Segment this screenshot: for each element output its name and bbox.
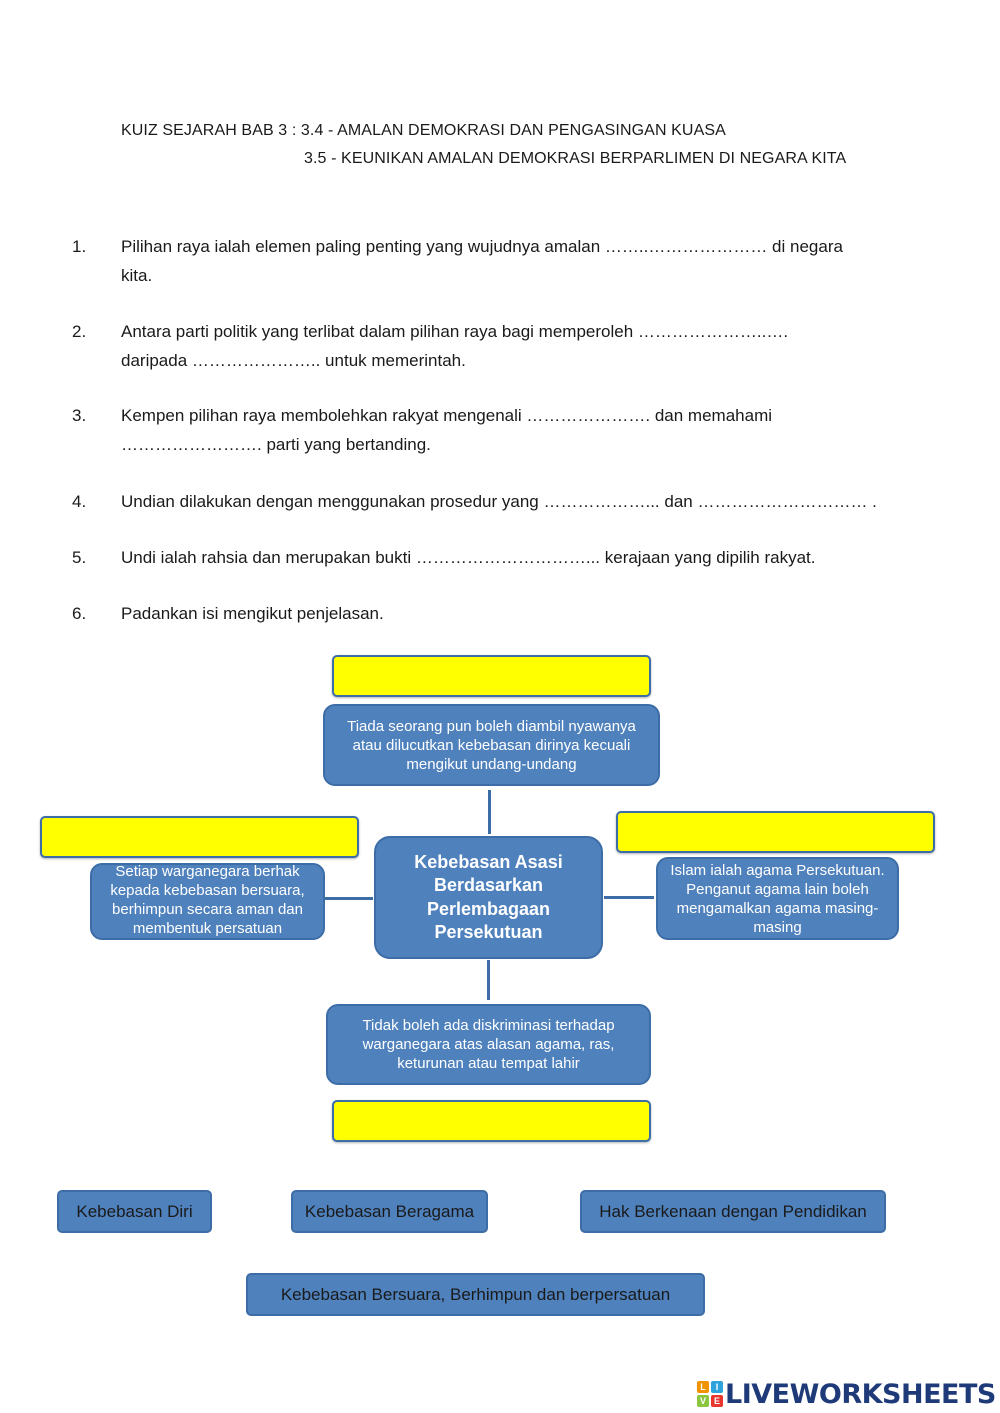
option-label: Kebebasan Beragama [304,1201,475,1221]
option-label: Hak Berkenaan dengan Pendidikan [599,1201,867,1221]
logo-icon: L I V E [697,1381,723,1407]
center-topic-box: Kebebasan Asasi Berdasarkan Perlembagaan… [374,836,603,959]
logo-tile: L [697,1381,709,1393]
option-kebebasan-beragama[interactable]: Kebebasan Beragama [291,1190,488,1233]
question-number: 4. [72,492,87,511]
answer-dropzone-bottom[interactable] [332,1100,651,1142]
question-text: Padankan isi mengikut penjelasan. [121,604,384,623]
logo-tile: I [711,1381,723,1393]
option-label: Kebebasan Diri [76,1201,193,1221]
question-number: 6. [72,604,87,623]
question-text-continued: ……………………. parti yang bertanding. [121,435,431,454]
question-text: Undi ialah rahsia dan merupakan bukti ……… [121,548,816,567]
option-hak-pendidikan[interactable]: Hak Berkenaan dengan Pendidikan [580,1190,886,1233]
answer-dropzone-top[interactable] [332,655,651,697]
description-box-bottom: Tidak boleh ada diskriminasi terhadap wa… [326,1004,651,1085]
description-text: Tiada seorang pun boleh diambil nyawanya… [347,717,636,773]
question-text: Pilihan raya ialah elemen paling penting… [121,237,843,256]
description-box-top: Tiada seorang pun boleh diambil nyawanya… [323,704,660,786]
question-text: Undian dilakukan dengan menggunakan pros… [121,492,877,511]
description-text: Setiap warganegara berhak kepada kebebas… [110,863,305,937]
liveworksheets-logo: L I V E LIVEWORKSHEETS [697,1377,996,1411]
question-text-continued: daripada ………………….. untuk memerintah. [121,351,466,370]
connector-bottom [487,960,490,1000]
connector-top [488,790,491,834]
question-text: Antara parti politik yang terlibat dalam… [121,322,789,341]
question-text-continued: kita. [121,266,153,285]
question-number: 2. [72,322,87,341]
center-topic-text: Kebebasan Asasi Berdasarkan Perlembagaan… [414,851,563,943]
description-text: Islam ialah agama Persekutuan. Penganut … [670,861,885,936]
answer-dropzone-right[interactable] [616,811,935,853]
quiz-title: KUIZ SEJARAH BAB 3 : 3.4 - AMALAN DEMOKR… [121,122,726,139]
option-label: Kebebasan Bersuara, Berhimpun dan berper… [280,1284,671,1304]
connector-right [604,896,654,899]
quiz-subtitle: 3.5 - KEUNIKAN AMALAN DEMOKRASI BERPARLI… [304,150,847,167]
option-kebebasan-bersuara[interactable]: Kebebasan Bersuara, Berhimpun dan berper… [246,1273,705,1316]
question-number: 3. [72,406,87,425]
description-box-left: Setiap warganegara berhak kepada kebebas… [90,863,325,940]
logo-tile: E [711,1395,723,1407]
connector-left [325,897,373,900]
logo-tile: V [697,1395,709,1407]
answer-dropzone-left[interactable] [40,816,359,858]
question-text: Kempen pilihan raya membolehkan rakyat m… [121,406,773,425]
description-box-right: Islam ialah agama Persekutuan. Penganut … [656,857,899,940]
description-text: Tidak boleh ada diskriminasi terhadap wa… [362,1017,615,1072]
logo-wordmark: LIVEWORKSHEETS [725,1378,996,1410]
question-number: 5. [72,548,87,567]
question-number: 1. [72,237,87,256]
option-kebebasan-diri[interactable]: Kebebasan Diri [57,1190,212,1233]
